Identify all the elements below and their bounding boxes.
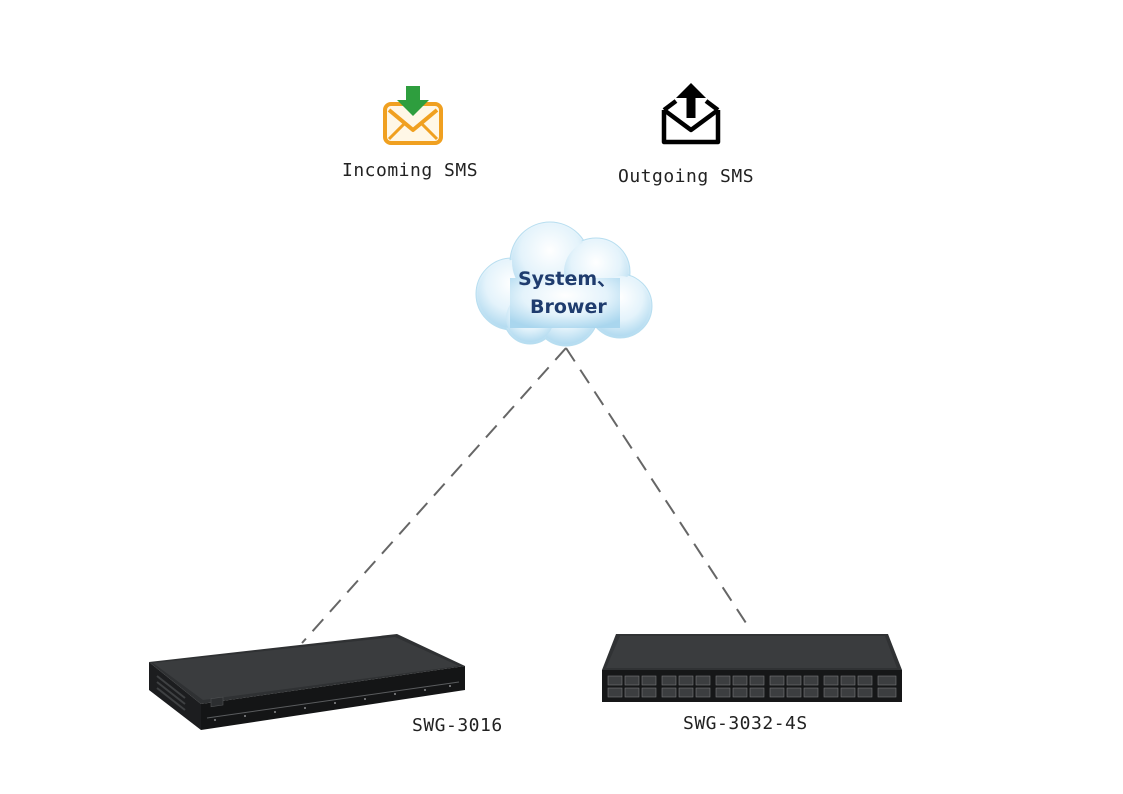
cloud-label-line1: System、: [518, 268, 617, 290]
envelope-download-icon: [382, 86, 444, 146]
cloud-icon: System、 Brower: [470, 218, 660, 348]
cloud-label-line2: Brower: [530, 296, 607, 318]
envelope-upload-icon: [660, 82, 722, 146]
device-label-swg-3032-4s: SWG-3032-4S: [683, 713, 808, 734]
outgoing-sms-label: Outgoing SMS: [618, 166, 755, 187]
connection-line-swg-3016: [301, 347, 567, 644]
device-label-swg-3016: SWG-3016: [412, 715, 503, 736]
device-swg-3016: [145, 628, 470, 738]
device-swg-3032-4s: [600, 632, 904, 706]
connection-line-swg-3032-4s: [565, 347, 749, 627]
incoming-sms-label: Incoming SMS: [342, 160, 479, 181]
